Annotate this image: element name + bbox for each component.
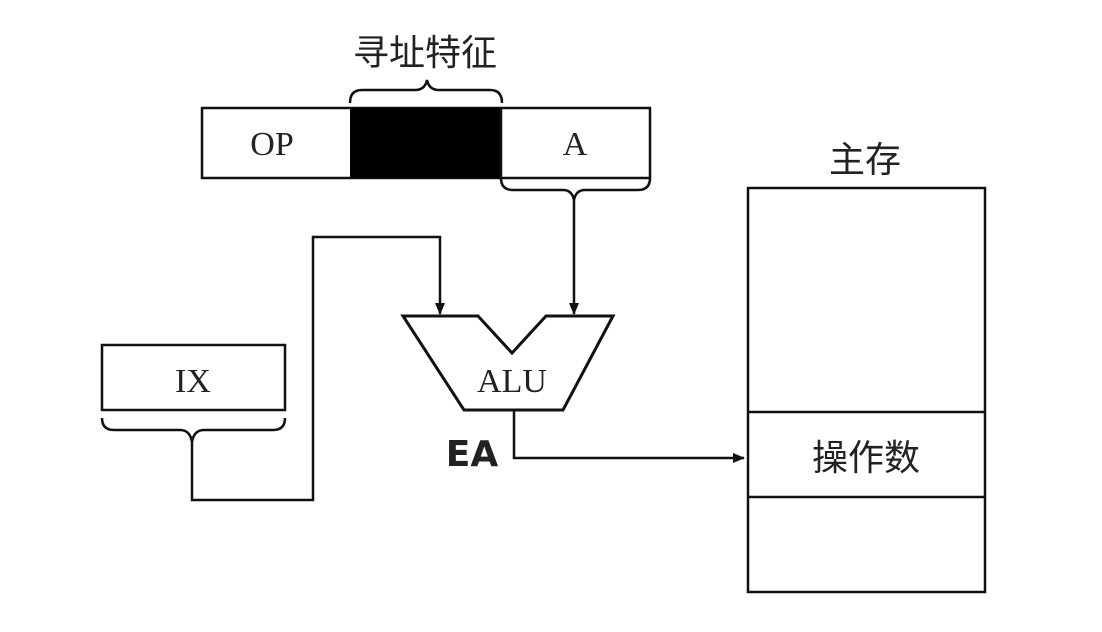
main-memory-box [746, 186, 987, 594]
addressing-feature-brace [348, 79, 504, 104]
ea-to-operand-arrow [512, 410, 745, 463]
op-field-label: OP [250, 126, 293, 163]
a-field-brace [499, 177, 652, 201]
instruction-format: OP A [200, 106, 652, 180]
index-register-label: IX [175, 363, 211, 400]
alu-shape [400, 314, 616, 412]
index-register-box [100, 343, 287, 412]
ea-label: EA [446, 434, 499, 475]
addressing-feature-field [350, 108, 501, 178]
addressing-feature-label: 寻址特征 [353, 33, 497, 73]
ix-brace [100, 417, 287, 443]
a-field-label: A [563, 126, 588, 163]
ix-to-alu-arrow [190, 235, 445, 502]
memory-title: 主存 [829, 140, 901, 180]
operand-label: 操作数 [812, 438, 920, 478]
alu-label: ALU [477, 363, 547, 400]
